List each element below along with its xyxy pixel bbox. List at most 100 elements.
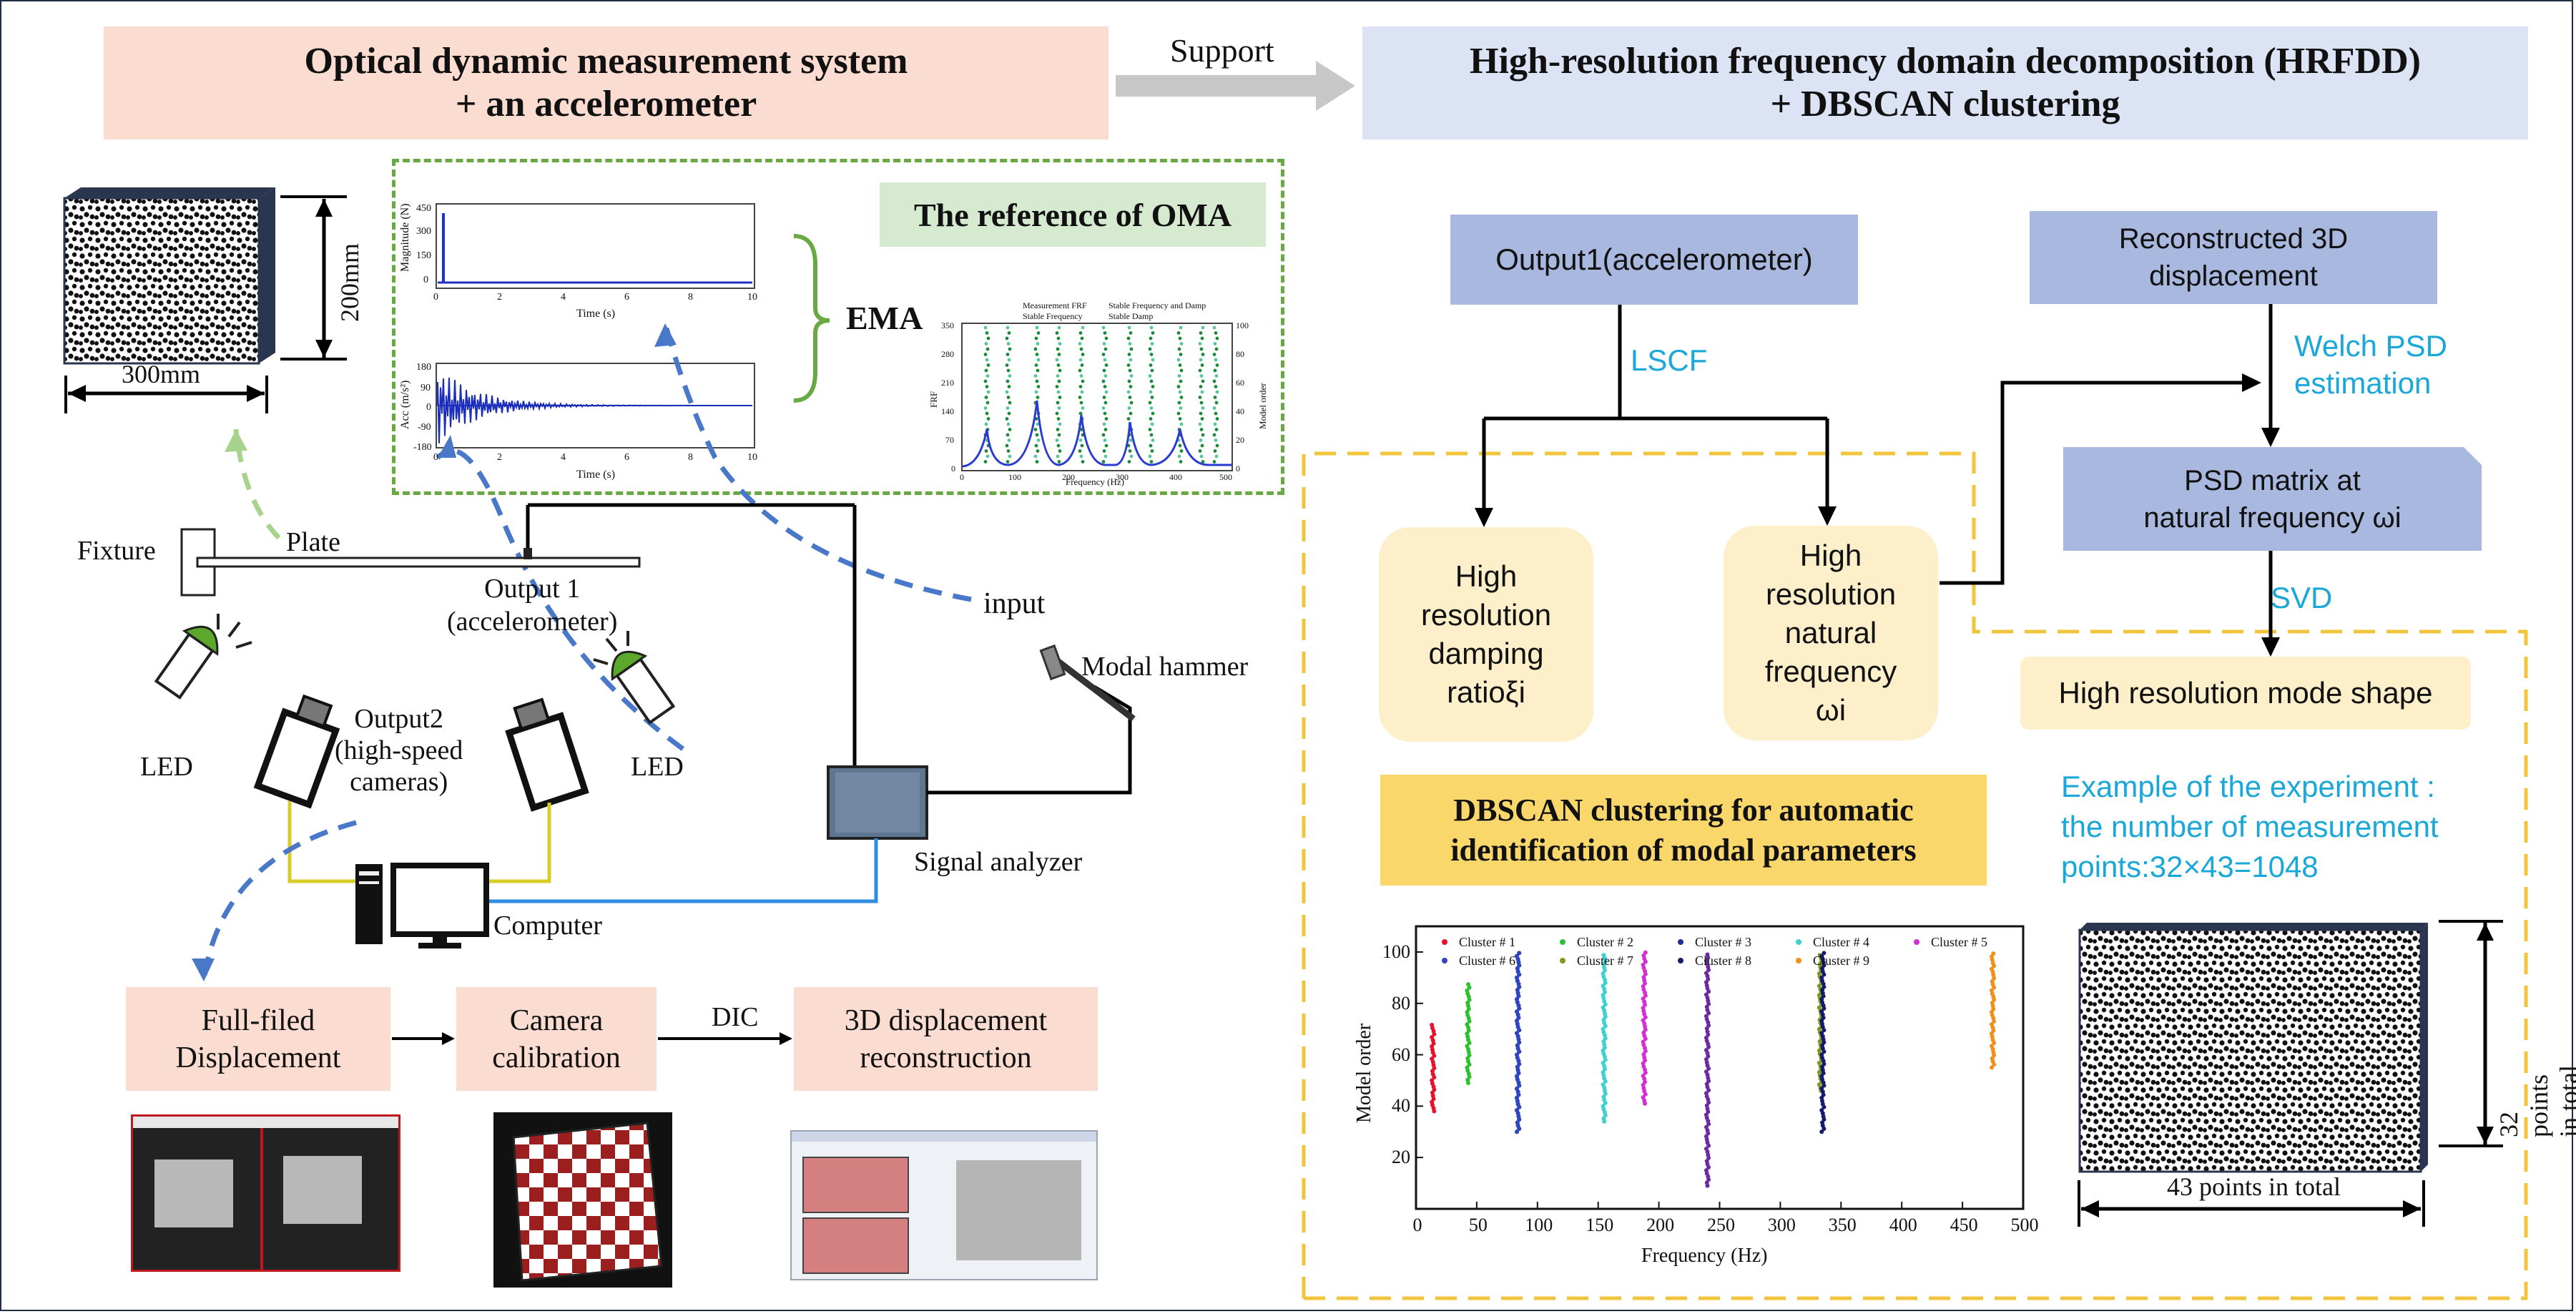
cluster-point [1430, 1078, 1435, 1083]
plate-label: Plate [286, 527, 340, 557]
stabilization-point [1056, 417, 1061, 421]
stabilization-point [1179, 460, 1183, 464]
stabilization-point [1213, 368, 1217, 373]
computer-label: Computer [493, 911, 602, 941]
reconstructed-3d-box: Reconstructed 3D displacement [2030, 211, 2437, 304]
stabilization-point [1008, 454, 1012, 459]
stabilization-point [1006, 325, 1010, 330]
stabilization-point [1212, 379, 1216, 383]
cluster-point [1601, 1061, 1606, 1066]
stabilization-point [1150, 368, 1154, 373]
stabilization-point [1179, 449, 1184, 453]
legend-marker [1560, 939, 1565, 945]
plot3-xtick-2: 200 [1062, 472, 1075, 482]
stabilization-point [1101, 325, 1106, 330]
stabilization-point [1151, 331, 1155, 335]
svd-label: SVD [2271, 581, 2333, 614]
plot2-ytick-0: 180 [416, 362, 431, 373]
output1-accelerometer-box: Output1(accelerometer) [1450, 215, 1858, 305]
cluster-point [1515, 1086, 1520, 1091]
cluster-point [1819, 1052, 1824, 1057]
stabilization-point [1149, 443, 1153, 448]
stabilization-point [1101, 406, 1106, 410]
led-right-label: LED [631, 752, 684, 782]
stabilization-point [1058, 342, 1062, 345]
cluster-point [1430, 1035, 1435, 1040]
stabilization-point [984, 422, 988, 426]
welch-label: Welch PSD estimation [2294, 329, 2447, 400]
stabilization-point [1006, 342, 1011, 345]
chart-xtick-label: 400 [1889, 1215, 1917, 1235]
cluster-point [1819, 953, 1824, 958]
stabilization-point [1178, 336, 1182, 340]
plot2-ytick-1: 90 [421, 383, 431, 393]
cluster-point [1465, 1065, 1470, 1070]
stabilization-point [1199, 454, 1204, 459]
cluster-point [1704, 1048, 1709, 1053]
stabilization-point [1035, 460, 1039, 464]
plot2-ytick-2: 0 [426, 402, 431, 413]
stabilization-point [1179, 406, 1183, 410]
chart-xtick-label: 350 [1828, 1215, 1857, 1235]
stabilization-point [1128, 342, 1132, 345]
stabilization-point [1127, 325, 1131, 330]
stabilization-point [1078, 411, 1083, 416]
plot3-xtick-3: 300 [1116, 472, 1129, 482]
cluster-point [1641, 1073, 1646, 1078]
stabilization-point [1103, 374, 1108, 378]
stabilization-point [1055, 358, 1059, 362]
stabilization-point [1129, 454, 1134, 459]
plot1-ytick-0: 450 [416, 203, 431, 214]
input-label: input [983, 587, 1046, 620]
stabilization-point [1036, 422, 1040, 426]
stabilization-point [1214, 438, 1218, 442]
stabilization-point [1129, 374, 1134, 378]
stabilization-point [1199, 385, 1203, 388]
stabilization-point [1198, 342, 1202, 345]
stabilization-point [1007, 358, 1011, 362]
stabilization-point [1006, 406, 1010, 410]
stabilization-point [985, 374, 990, 378]
cluster-point [1515, 1108, 1520, 1113]
stabilization-point [1151, 385, 1155, 388]
chart-xtick-label: 450 [1950, 1215, 1978, 1235]
plot2-xtick-5: 10 [747, 452, 757, 463]
plot1-xtick-4: 8 [688, 292, 693, 303]
stabilization-point [1215, 443, 1219, 448]
legend-entry: Cluster # 1 [1459, 935, 1515, 949]
cluster-point [1817, 1082, 1822, 1087]
plot3-legend-3: Stable Damp [1108, 311, 1154, 321]
legend-marker [1678, 939, 1683, 945]
stabilization-point [986, 336, 990, 340]
legend-entry: Cluster # 2 [1577, 935, 1633, 949]
stabilization-point [1036, 396, 1040, 399]
stabilization-point [983, 406, 988, 410]
chart-xtick-label: 500 [2010, 1215, 2039, 1235]
legend-marker [1442, 939, 1447, 945]
plot1-xtick-2: 4 [561, 292, 566, 303]
stabilization-point [1215, 390, 1219, 394]
cluster-point [1515, 1129, 1520, 1134]
stabilization-point [983, 325, 988, 330]
stabilization-point [1129, 438, 1133, 442]
cluster-point [1601, 1026, 1606, 1031]
stabilization-point [1058, 368, 1062, 373]
plot3-yrtick-3: 40 [1236, 406, 1244, 416]
stabilization-point [986, 363, 990, 367]
stabilization-point [983, 460, 988, 464]
stabilization-point [1104, 417, 1108, 421]
stabilization-point [1078, 385, 1083, 388]
chart-xtick-label: 300 [1767, 1215, 1796, 1235]
stabilization-point [1008, 401, 1012, 405]
output2-label: Output2 (high-speed cameras) [335, 704, 463, 797]
cluster-point [1819, 975, 1824, 980]
stabilization-point [984, 342, 988, 345]
cluster-point [1601, 953, 1606, 958]
stabilization-point [985, 385, 989, 388]
plot3-ytick-2: 210 [941, 378, 954, 388]
plot3-legend-0: Measurement FRF [1023, 300, 1087, 310]
stabilization-point [1079, 401, 1083, 405]
plate-width-label: 300mm [122, 360, 201, 388]
